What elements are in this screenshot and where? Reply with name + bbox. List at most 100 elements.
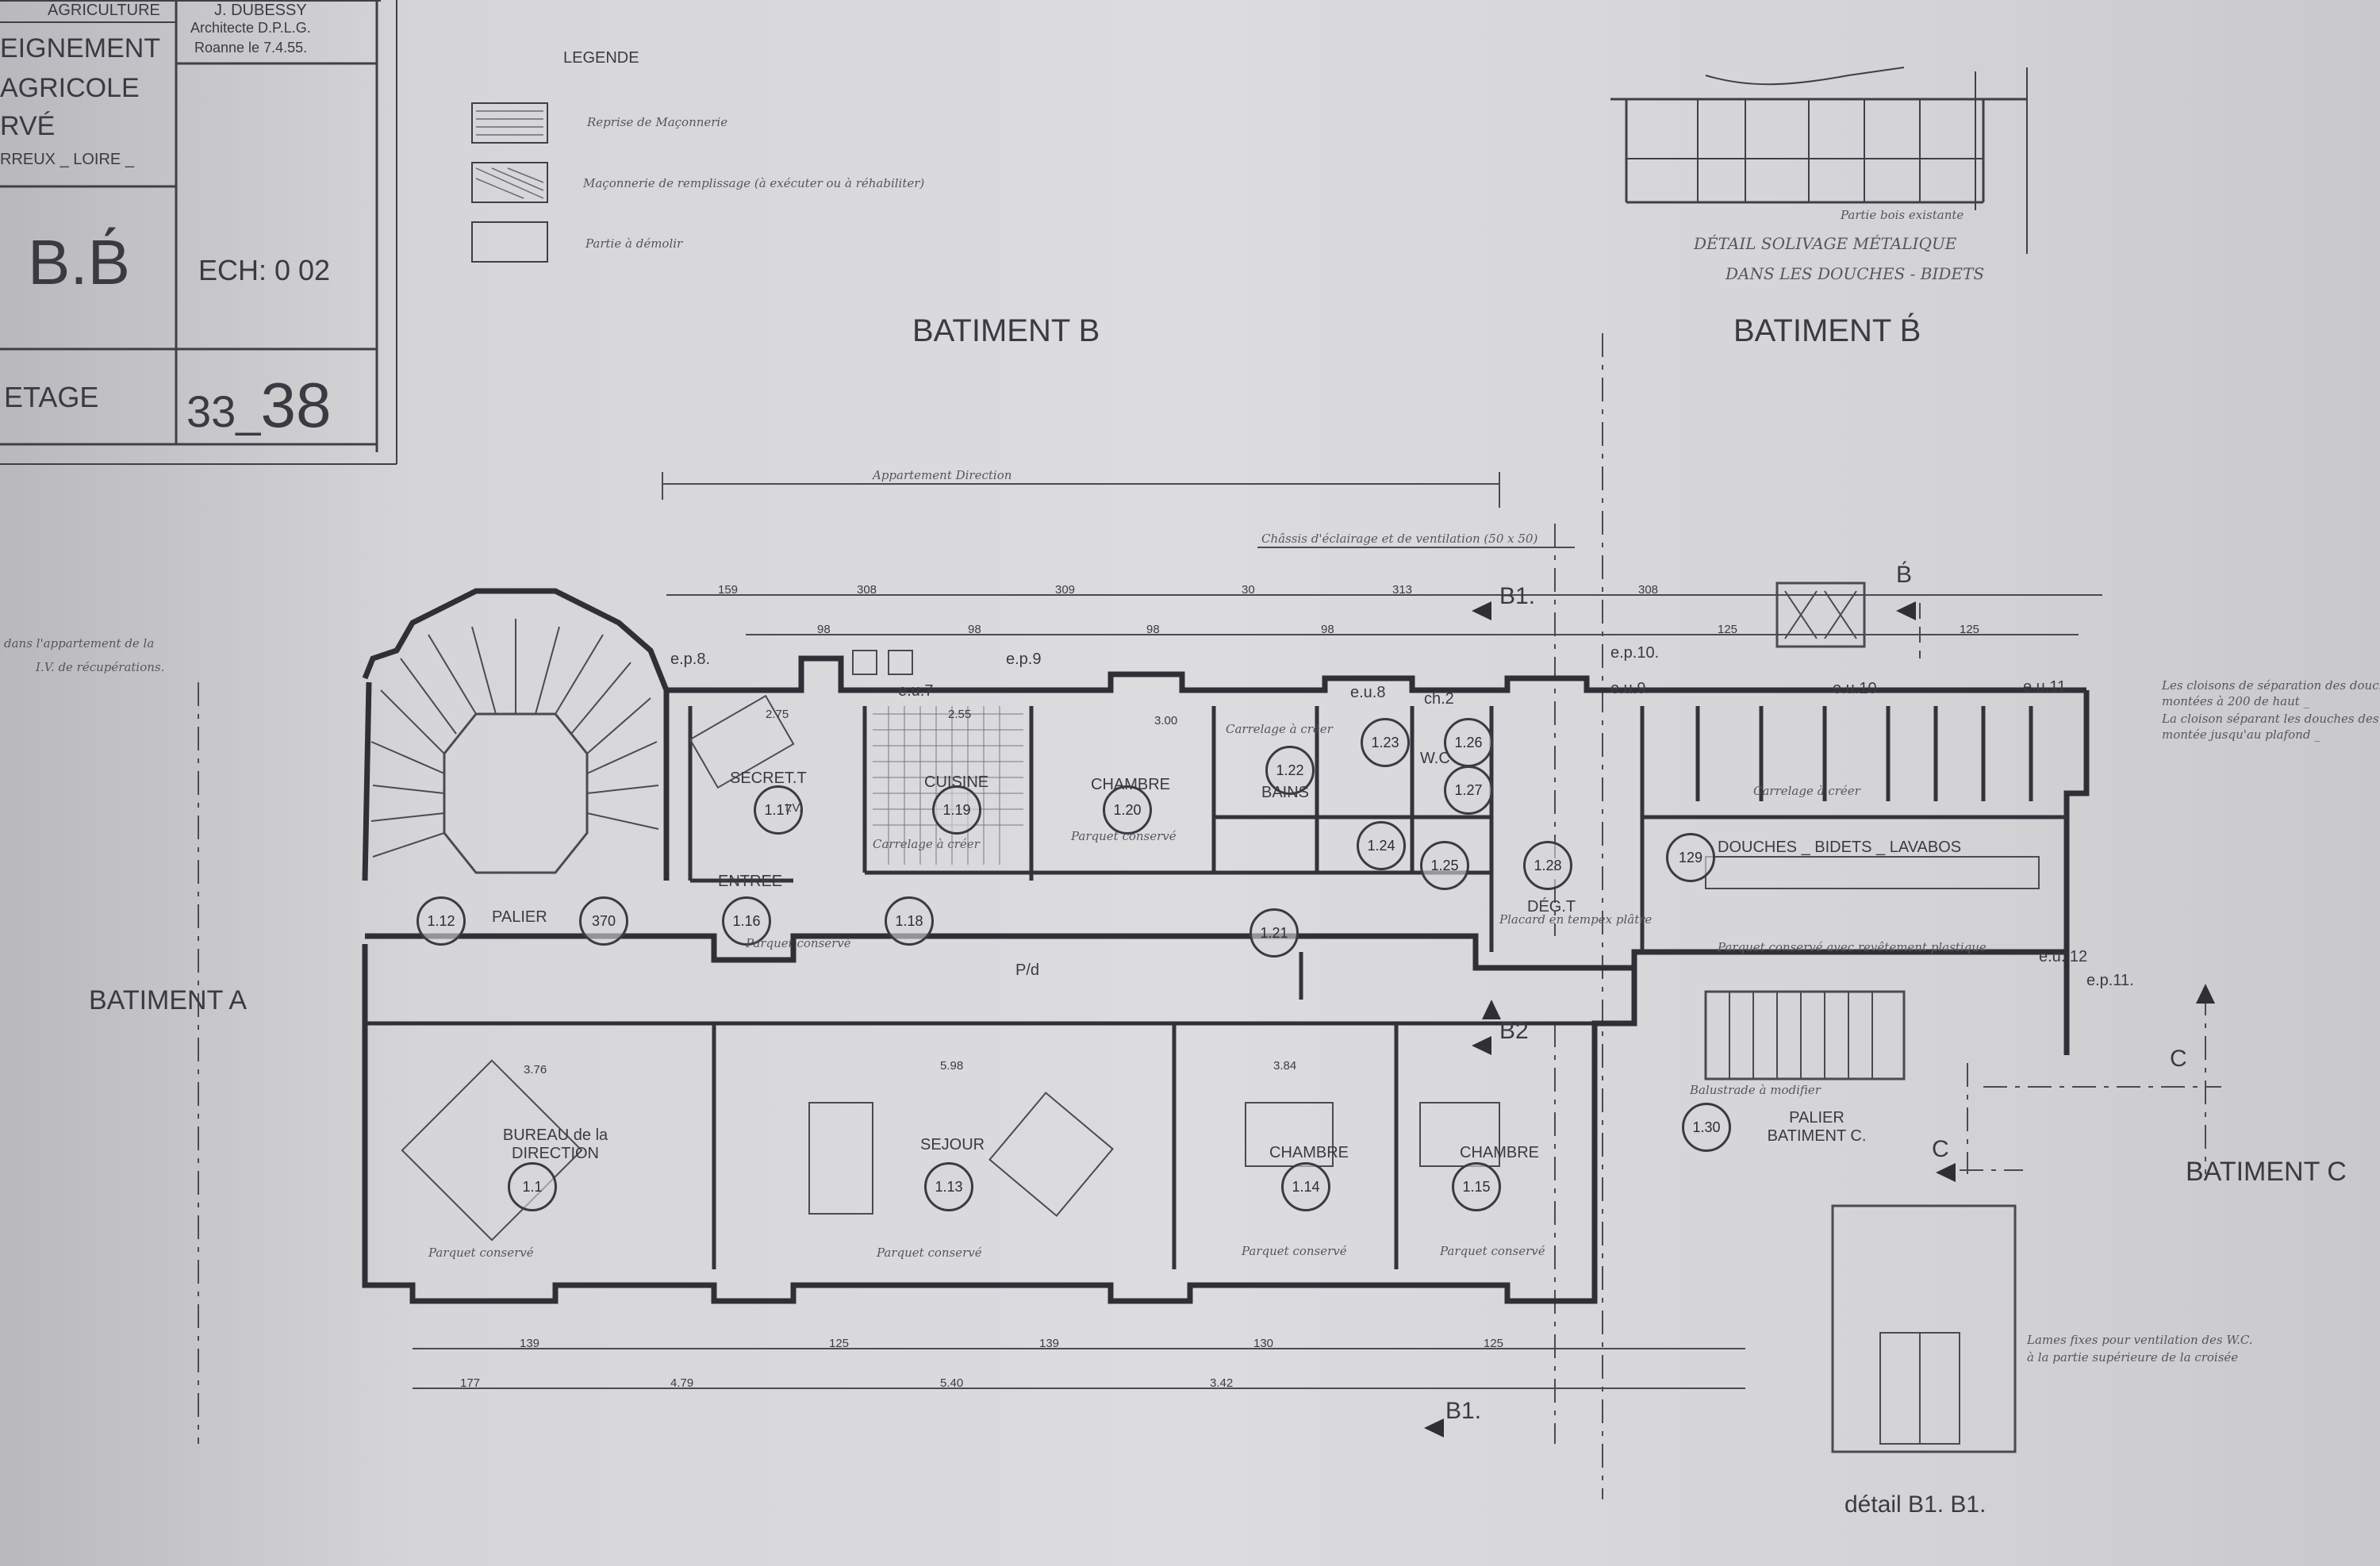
- dim-mid-4: 3.00: [1154, 714, 1178, 727]
- room-number-1-13: 1.13: [924, 1162, 973, 1211]
- room-number-1-14: 1.14: [1281, 1162, 1330, 1211]
- detail-b1-title: détail B1. B1.: [1844, 1491, 1987, 1518]
- room-number-1-26: 1.26: [1444, 718, 1493, 767]
- dim-mid-2: 3.84: [1273, 1059, 1297, 1073]
- dim-top2-6: 125: [1960, 623, 1980, 636]
- note-placard: Placard en tempex plâtre: [1499, 912, 1653, 927]
- architect-date: Roanne le 7.4.55.: [194, 40, 308, 56]
- sheet-number: 33_38: [186, 369, 331, 442]
- section-marker-c-left: C: [1932, 1136, 1949, 1162]
- dim-mid-1: 5.98: [940, 1059, 964, 1073]
- dim-mid-5: 2.75: [766, 708, 789, 721]
- note-parquet-3: Parquet conservé: [877, 1246, 982, 1260]
- section-marker-b1-bottom: B1.: [1445, 1398, 1482, 1424]
- room-name-chambre-2: CHAMBRE: [1269, 1144, 1349, 1161]
- room-number-1-16: 1.16: [722, 896, 771, 946]
- room-number-1-24: 1.24: [1357, 821, 1406, 870]
- room-number-1-15: 1.15: [1452, 1162, 1501, 1211]
- dim-top-6: 308: [1638, 583, 1659, 597]
- section-label: B.B́: [28, 227, 130, 297]
- note-right-3: La cloison séparant les douches des bide…: [2162, 712, 2380, 726]
- room-name-cuisine: CUISINE: [924, 773, 989, 791]
- room-number-1-30: 1.30: [1682, 1103, 1731, 1152]
- dim-top2-1: 98: [817, 623, 831, 636]
- room-name-degt: DÉG.T: [1527, 898, 1576, 915]
- batiment-c-label: BATIMENT C: [2186, 1157, 2347, 1187]
- appartement-label: Appartement Direction: [873, 468, 1012, 482]
- sheet-number-sep: _: [236, 386, 261, 436]
- title-line-1: EIGNEMENT: [0, 33, 161, 63]
- dim-top-5: 313: [1392, 583, 1413, 597]
- dim-top2-5: 125: [1718, 623, 1738, 636]
- dim-bottom2-3: 139: [1039, 1337, 1060, 1350]
- note-parquet-1: Parquet conservé: [746, 936, 851, 950]
- title-line-2: AGRICOLE: [0, 73, 140, 103]
- room-name-douches: DOUCHES _ BIDETS _ LAVABOS: [1718, 839, 1962, 856]
- room-name-sejour: SEJOUR: [920, 1136, 985, 1153]
- room-number-1-18: 1.18: [885, 896, 934, 946]
- dim-top-1: 159: [718, 583, 739, 597]
- detail-title-2: DANS LES DOUCHES - BIDETS: [1726, 264, 1985, 283]
- note-left-2: I.V. de récupérations.: [36, 660, 165, 674]
- dim-top2-3: 98: [1146, 623, 1160, 636]
- room-name-entree: ENTREE: [718, 873, 783, 890]
- note-carrelage-2: Carrelage à créer: [1753, 784, 1860, 798]
- dim-top2-4: 98: [1321, 623, 1334, 636]
- architect-title: Architecte D.P.L.G.: [190, 20, 311, 36]
- room-number-1-28: 1.28: [1523, 841, 1572, 890]
- sheet-number-a: 33: [186, 386, 236, 436]
- marker-eu10: e.u.10: [1833, 680, 1877, 697]
- room-name-secret: SECRET.T: [730, 770, 807, 787]
- section-marker-bprime: B́: [1896, 562, 1913, 588]
- batiment-b-label: BATIMENT B: [912, 313, 1100, 348]
- scale-label: ECH: 0 02: [198, 254, 331, 286]
- legend-item-1: Reprise de Maçonnerie: [587, 115, 728, 129]
- note-iv: I.V.: [785, 801, 803, 815]
- dim-bottom-3: 5.40: [940, 1376, 964, 1390]
- title-line-4: RREUX _ LOIRE _: [0, 151, 134, 168]
- note-left-1: dans l'appartement de la: [4, 636, 155, 651]
- legend-title: LEGENDE: [563, 49, 639, 67]
- section-marker-b1-top: B1.: [1499, 583, 1536, 609]
- dim-top2-2: 98: [968, 623, 981, 636]
- chassis-label: Châssis d'éclairage et de ventilation (5…: [1261, 532, 1538, 546]
- marker-ep8: e.p.8.: [670, 651, 711, 668]
- room-name-bains: BAINS: [1261, 784, 1310, 801]
- room-number-1-22: 1.22: [1265, 746, 1315, 795]
- dim-top-2: 308: [857, 583, 877, 597]
- dim-top-4: 30: [1242, 583, 1255, 597]
- marker-ep10: e.p.10.: [1610, 644, 1660, 662]
- dim-bottom2-1: 139: [520, 1337, 540, 1350]
- room-number-1-12: 1.12: [416, 896, 466, 946]
- room-name-chambre-1: CHAMBRE: [1091, 776, 1171, 793]
- section-marker-c-right: C: [2170, 1046, 2187, 1072]
- detail-title-1: DÉTAIL SOLIVAGE MÉTALIQUE: [1694, 234, 1957, 253]
- legend-item-3: Partie à démolir: [585, 236, 683, 251]
- room-name-bureau: BUREAU de la DIRECTION: [502, 1127, 608, 1162]
- title-agriculture: AGRICULTURE: [48, 2, 160, 19]
- marker-eu7: e.u.7: [898, 682, 934, 700]
- batiment-a-label: BATIMENT A: [89, 985, 248, 1015]
- note-parquet-4: Parquet conservé: [1242, 1244, 1347, 1258]
- note-right-4: montée jusqu'au plafond _: [2162, 727, 2320, 742]
- floor-label: ETAGE: [4, 381, 99, 413]
- marker-eu8: e.u.8: [1350, 684, 1386, 701]
- dim-mid-3: 3.76: [524, 1063, 547, 1077]
- room-number-1-23: 1.23: [1361, 718, 1410, 767]
- room-name-palier-c: PALIER BATIMENT C.: [1767, 1109, 1867, 1145]
- note-right-2: montées à 200 de haut _: [2162, 694, 2310, 708]
- marker-ep11: e.p.11.: [2086, 972, 2134, 989]
- note-parquet-6: Parquet conservé: [1071, 829, 1177, 843]
- dim-bottom2-4: 130: [1253, 1337, 1274, 1350]
- room-number-370: 370: [579, 896, 628, 946]
- dim-mid-6: 2.55: [948, 708, 972, 721]
- dim-top-3: 309: [1055, 583, 1076, 597]
- note-parquet-5: Parquet conservé: [1440, 1244, 1545, 1258]
- note-carrelage-3: Carrelage à créer: [1226, 722, 1333, 736]
- marker-eu12: e.u. 12: [2039, 948, 2088, 965]
- architect-name: J. DUBESSY: [214, 2, 307, 19]
- note-balustrade: Balustrade à modifier: [1690, 1083, 1821, 1097]
- room-number-129: 129: [1666, 833, 1715, 882]
